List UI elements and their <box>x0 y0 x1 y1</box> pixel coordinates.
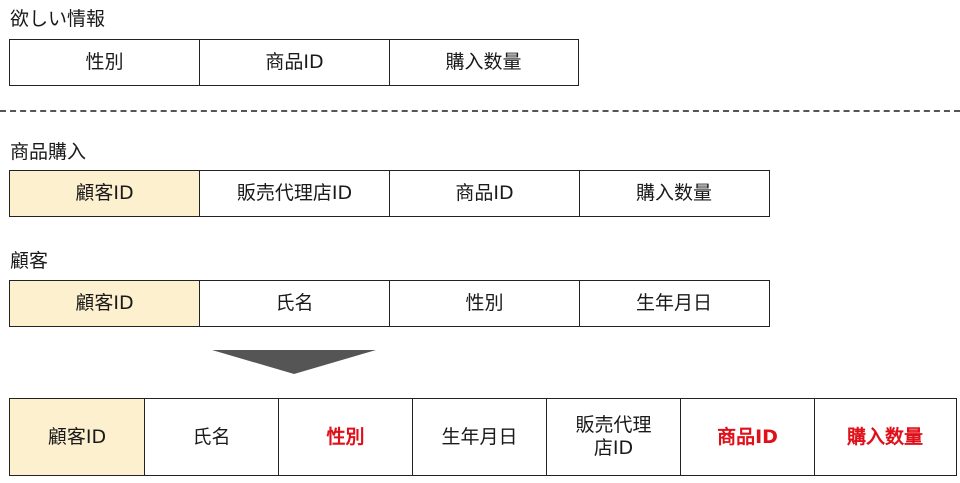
wanted-title: 欲しい情報 <box>10 8 106 30</box>
customer-cell-birthdate: 生年月日 <box>635 292 712 314</box>
customer-cell-gender: 性別 <box>390 281 580 326</box>
wanted-cell-quantity: 購入数量 <box>445 51 522 73</box>
purchase-cell-agency-id: 販売代理店ID <box>200 171 390 216</box>
section-divider <box>0 110 960 112</box>
wanted-table: 性別 商品ID 購入数量 <box>9 39 579 86</box>
customer-title: 顧客 <box>10 250 49 272</box>
result-cell-name: 氏名 <box>145 399 279 475</box>
purchase-cell-customer-id: 顧客ID <box>10 171 200 216</box>
result-cell-quantity: 購入数量 <box>846 425 923 448</box>
purchase-table: 顧客ID 販売代理店ID 商品ID 購入数量 <box>9 170 770 217</box>
purchase-title: 商品購入 <box>10 141 87 163</box>
purchase-cell-quantity: 購入数量 <box>635 182 712 204</box>
result-cell-gender: 性別 <box>279 399 413 475</box>
result-cell-agency-id: 販売代理 店ID <box>547 399 681 475</box>
customer-cell-name: 氏名 <box>200 281 390 326</box>
customer-cell-customer-id: 顧客ID <box>10 281 200 326</box>
customer-table: 顧客ID 氏名 性別 生年月日 <box>9 280 770 327</box>
join-arrow-icon <box>212 350 376 374</box>
result-cell-customer-id: 顧客ID <box>10 399 145 475</box>
wanted-cell-product-id: 商品ID <box>200 40 390 85</box>
purchase-cell-product-id: 商品ID <box>390 171 580 216</box>
result-table: 顧客ID 氏名 性別 生年月日 販売代理 店ID 商品ID 購入数量 <box>9 398 957 476</box>
wanted-cell-gender: 性別 <box>10 40 200 85</box>
result-cell-birthdate: 生年月日 <box>413 399 547 475</box>
result-cell-product-id: 商品ID <box>681 399 815 475</box>
